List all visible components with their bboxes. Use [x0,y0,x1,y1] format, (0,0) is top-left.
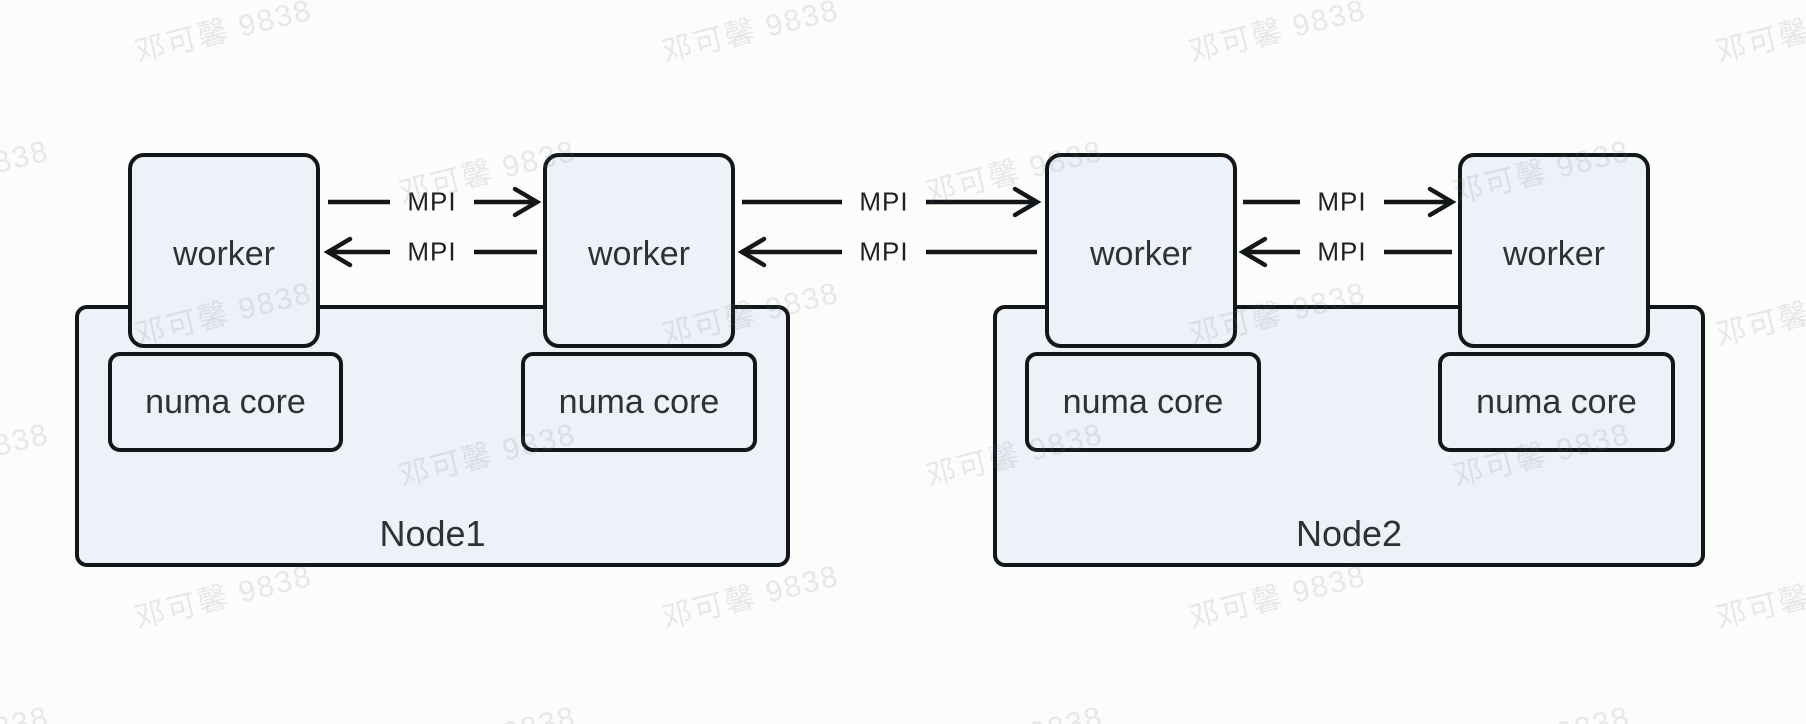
mpi-label: MPI [407,186,457,217]
mpi-arrow-n2w2-to-n2w1 [1238,236,1452,268]
worker-label: worker [1502,235,1606,273]
node1-label: Node1 [379,513,486,554]
arrow-left-icon [323,236,353,268]
mpi-arrow-n1w1-to-n1w2 [328,186,542,218]
numa-core-label: numa core [1476,382,1637,421]
mpi-arrow-n2w1-to-n2w2 [1243,186,1457,218]
mpi-arrow-n2w1-to-n1w2 [737,236,1037,268]
worker-label: worker [587,235,691,273]
mpi-arrow-n1w2-to-n2w1 [742,186,1042,218]
numa-core-label: numa core [145,382,306,421]
mpi-arrow-n1w2-to-n1w1 [323,236,537,268]
node2-worker-2: worker [1458,153,1650,348]
mpi-label: MPI [1317,186,1367,217]
node2-worker-1: worker [1045,153,1237,348]
worker-label: worker [172,235,276,273]
mpi-label: MPI [1317,236,1367,267]
arrow-right-icon [1012,186,1042,218]
arrow-right-icon [512,186,542,218]
node2-numa-core-2: numa core [1438,352,1675,452]
worker-label: worker [1089,235,1193,273]
mpi-label: MPI [859,236,909,267]
node1-worker-1: worker [128,153,320,348]
arrow-left-icon [1238,236,1268,268]
arrow-left-icon [737,236,767,268]
node1-numa-core-2: numa core [521,352,757,452]
mpi-label: MPI [859,186,909,217]
mpi-label: MPI [407,236,457,267]
numa-core-label: numa core [558,382,720,421]
node2-label: Node2 [1295,513,1403,554]
numa-core-label: numa core [1062,382,1224,421]
arrow-right-icon [1427,186,1457,218]
node1-numa-core-1: numa core [108,352,343,452]
node1-worker-2: worker [543,153,735,348]
node2-numa-core-1: numa core [1025,352,1261,452]
